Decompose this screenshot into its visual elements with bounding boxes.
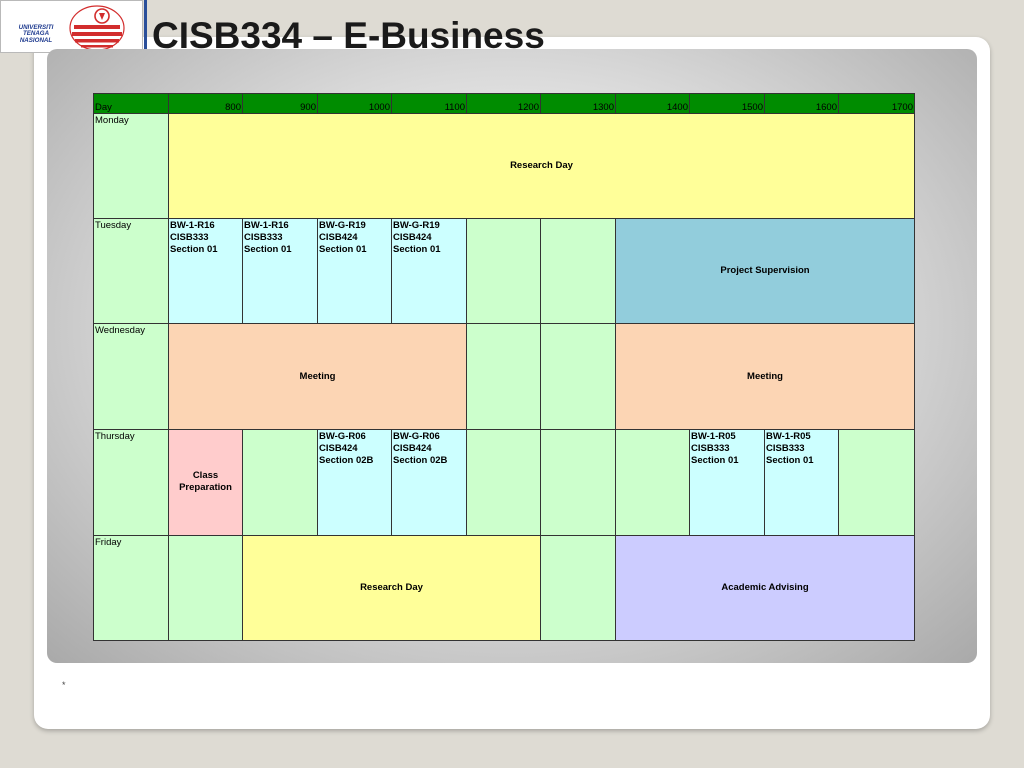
thursday-free-900 [242, 428, 318, 536]
footer-marker: * [62, 680, 66, 690]
day-label-tuesday: Tuesday [93, 218, 169, 325]
day-label-wednesday: Wednesday [93, 323, 169, 430]
monday-research-day: Research Day [168, 113, 915, 220]
time-header: 900 [242, 92, 318, 115]
day-column-header: Day [93, 92, 169, 115]
day-label-thursday: Thursday [93, 428, 169, 536]
time-header: 1200 [466, 92, 541, 115]
thursday-class-preparation: Class Preparation [168, 428, 243, 536]
tuesday-project-supervision: Project Supervision [615, 218, 915, 325]
wednesday-meeting-morning: Meeting [168, 323, 467, 430]
thursday-class-1100: BW-G-R06 CISB424 Section 02B [391, 428, 467, 536]
thursday-free-1300 [540, 428, 616, 536]
time-header: 1300 [540, 92, 616, 115]
tuesday-row: Tuesday BW-1-R16 CISB333 Section 01 BW-1… [93, 218, 915, 325]
wednesday-row: Wednesday Meeting Meeting [93, 323, 915, 430]
wednesday-free-1300 [540, 323, 616, 430]
thursday-class-1600: BW-1-R05 CISB333 Section 01 [764, 428, 839, 536]
thursday-free-1200 [466, 428, 541, 536]
wednesday-free-1200 [466, 323, 541, 430]
thursday-free-1700 [838, 428, 915, 536]
tuesday-class-1100: BW-G-R19 CISB424 Section 01 [391, 218, 467, 325]
friday-academic-advising: Academic Advising [615, 534, 915, 642]
time-header: 1400 [615, 92, 690, 115]
tuesday-class-800: BW-1-R16 CISB333 Section 01 [168, 218, 243, 325]
thursday-row: Thursday Class Preparation BW-G-R06 CISB… [93, 428, 915, 536]
monday-row: Monday Research Day [93, 113, 915, 220]
thursday-class-1500: BW-1-R05 CISB333 Section 01 [689, 428, 765, 536]
tuesday-free-1200 [466, 218, 541, 325]
title-divider [144, 0, 147, 54]
thursday-free-1400 [615, 428, 690, 536]
tuesday-free-1300 [540, 218, 616, 325]
timetable-header-row: Day 800 900 1000 1100 1200 1300 1400 150… [93, 92, 915, 115]
timetable: Day 800 900 1000 1100 1200 1300 1400 150… [93, 92, 915, 642]
friday-research-day: Research Day [242, 534, 541, 642]
friday-row: Friday Research Day Academic Advising [93, 534, 915, 642]
time-header: 800 [168, 92, 243, 115]
time-header: 1100 [391, 92, 467, 115]
thursday-class-1000: BW-G-R06 CISB424 Section 02B [317, 428, 392, 536]
wednesday-meeting-afternoon: Meeting [615, 323, 915, 430]
university-logo: UNIVERSITI TENAGA NASIONAL [0, 0, 143, 53]
tuesday-class-1000: BW-G-R19 CISB424 Section 01 [317, 218, 392, 325]
logo-emblem-icon [69, 5, 125, 51]
time-header: 1000 [317, 92, 392, 115]
logo-text: UNIVERSITI TENAGA NASIONAL [18, 24, 54, 44]
time-header: 1600 [764, 92, 839, 115]
friday-free-800 [168, 534, 243, 642]
friday-free-1300 [540, 534, 616, 642]
time-header: 1700 [838, 92, 915, 115]
time-header: 1500 [689, 92, 765, 115]
day-label-friday: Friday [93, 534, 169, 642]
tuesday-class-900: BW-1-R16 CISB333 Section 01 [242, 218, 318, 325]
day-label-monday: Monday [93, 113, 169, 220]
